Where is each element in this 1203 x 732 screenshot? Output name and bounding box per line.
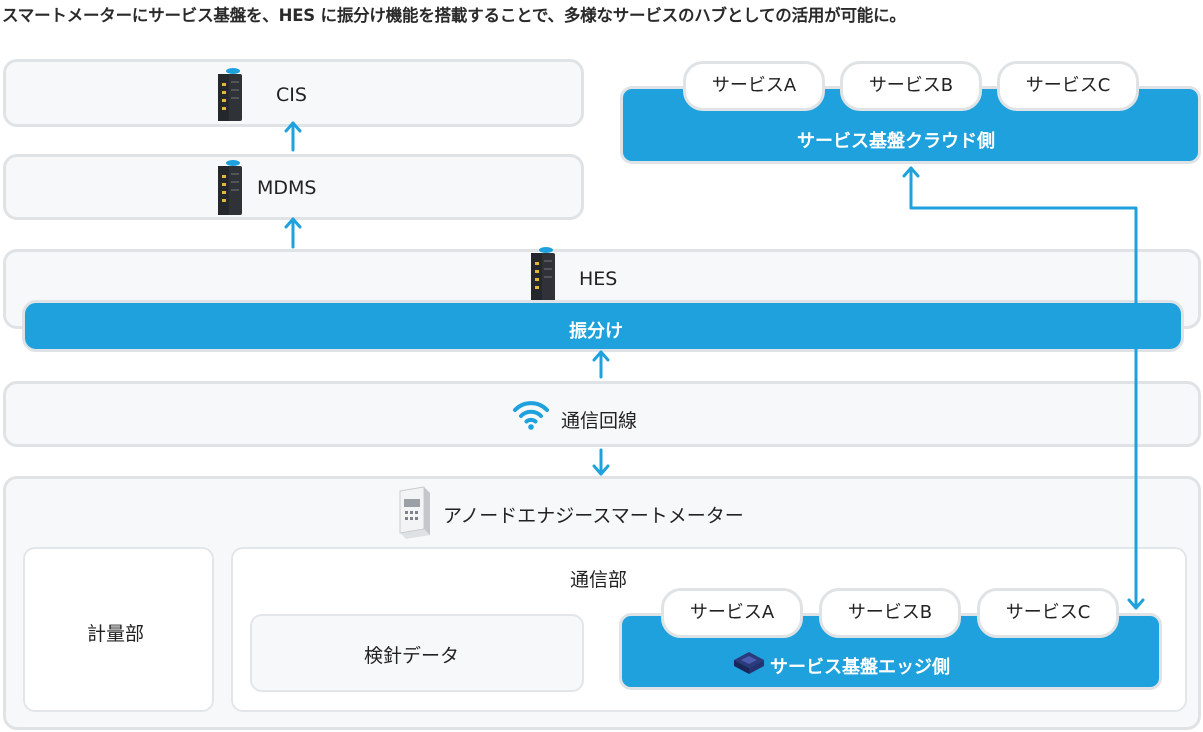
routing-label: 振分け xyxy=(569,321,623,342)
smart-meter-icon xyxy=(394,485,434,545)
measurement-label: 計量部 xyxy=(87,623,145,645)
network-label: 通信回線 xyxy=(561,410,638,432)
cloud-service-b: サービスB xyxy=(840,61,982,111)
edge-service-a: サービスA xyxy=(661,588,803,638)
wifi-icon xyxy=(511,398,551,434)
hes-label: HES xyxy=(579,268,618,290)
edge-label: サービス基盤エッジ側 xyxy=(770,657,950,678)
cloud-label: サービス基盤クラウド側 xyxy=(797,131,995,152)
measurement-unit: 計量部 xyxy=(23,547,214,712)
arrow-cloud-edge-link xyxy=(909,166,1138,610)
mdms-label: MDMS xyxy=(257,177,317,199)
edge-service-c: サービスC xyxy=(977,588,1119,638)
cloud-service-c: サービスC xyxy=(997,61,1139,111)
meter-reading-data: 検針データ xyxy=(250,614,584,692)
server-icon xyxy=(215,65,245,127)
edge-service-b: サービスB xyxy=(819,588,961,638)
page-title: スマートメーターにサービス基盤を、HES に振分け機能を搭載することで、多様なサ… xyxy=(2,6,906,25)
smart-meter-label: アノードエナジースマートメーター xyxy=(443,505,744,527)
chip-icon xyxy=(732,650,766,680)
meter-reading-label: 検針データ xyxy=(364,645,460,667)
network-panel: 通信回線 xyxy=(3,381,1201,447)
cis-label: CIS xyxy=(276,84,307,106)
server-icon xyxy=(215,157,245,221)
cloud-service-a: サービスA xyxy=(683,61,825,111)
routing-bar: 振分け xyxy=(22,300,1184,352)
server-icon xyxy=(528,244,558,308)
communication-label: 通信部 xyxy=(570,569,628,591)
